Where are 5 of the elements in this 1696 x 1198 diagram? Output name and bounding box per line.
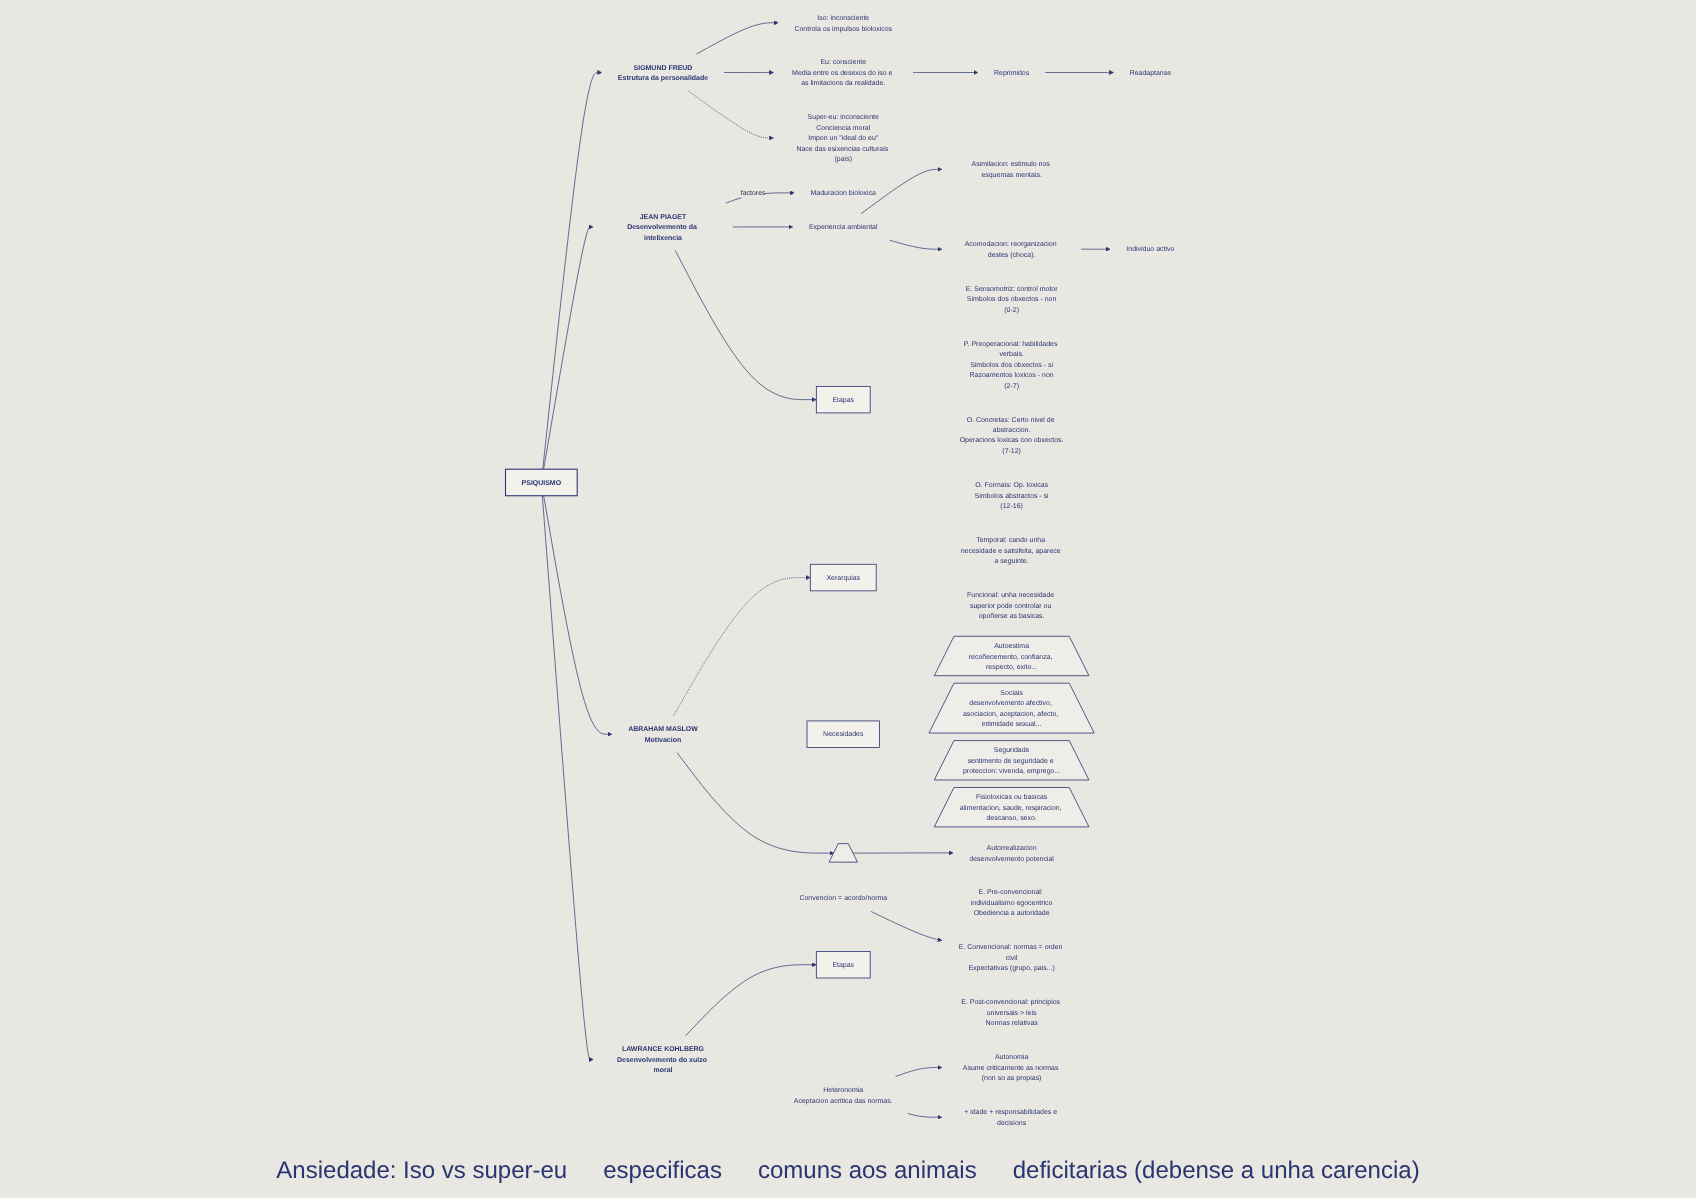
note-text: deficitarias (debense a unha carencia) [1012, 1156, 1420, 1184]
note-text: Ansiedade: Iso vs super-eu [276, 1156, 568, 1184]
note-text: especificas [603, 1156, 722, 1184]
node-triangle [828, 843, 858, 863]
note-text: comuns aos animais [757, 1156, 977, 1184]
